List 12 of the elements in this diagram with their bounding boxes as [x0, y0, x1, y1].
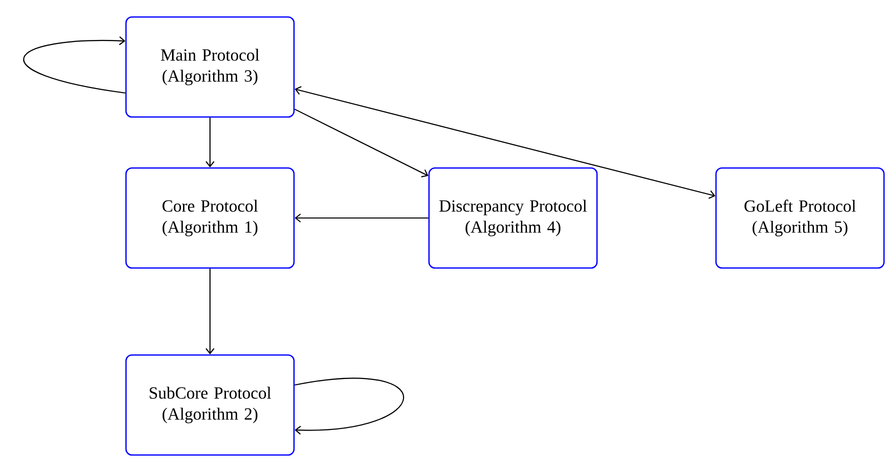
protocol-box: Core Protocol (Algorithm 1) — [125, 167, 295, 269]
arrow — [294, 86, 716, 199]
protocol-box: Discrepancy Protocol (Algorithm 4) — [428, 167, 598, 269]
arrow — [294, 378, 404, 435]
protocol-box: GoLeft Protocol (Algorithm 5) — [715, 167, 885, 269]
protocol-box: Main Protocol (Algorithm 3) — [125, 16, 295, 118]
arrow — [294, 108, 428, 178]
arrow — [294, 214, 428, 222]
arrow — [23, 36, 126, 94]
arrow — [206, 268, 214, 354]
arrow — [206, 118, 214, 168]
protocol-box: SubCore Protocol (Algorithm 2) — [125, 354, 295, 456]
